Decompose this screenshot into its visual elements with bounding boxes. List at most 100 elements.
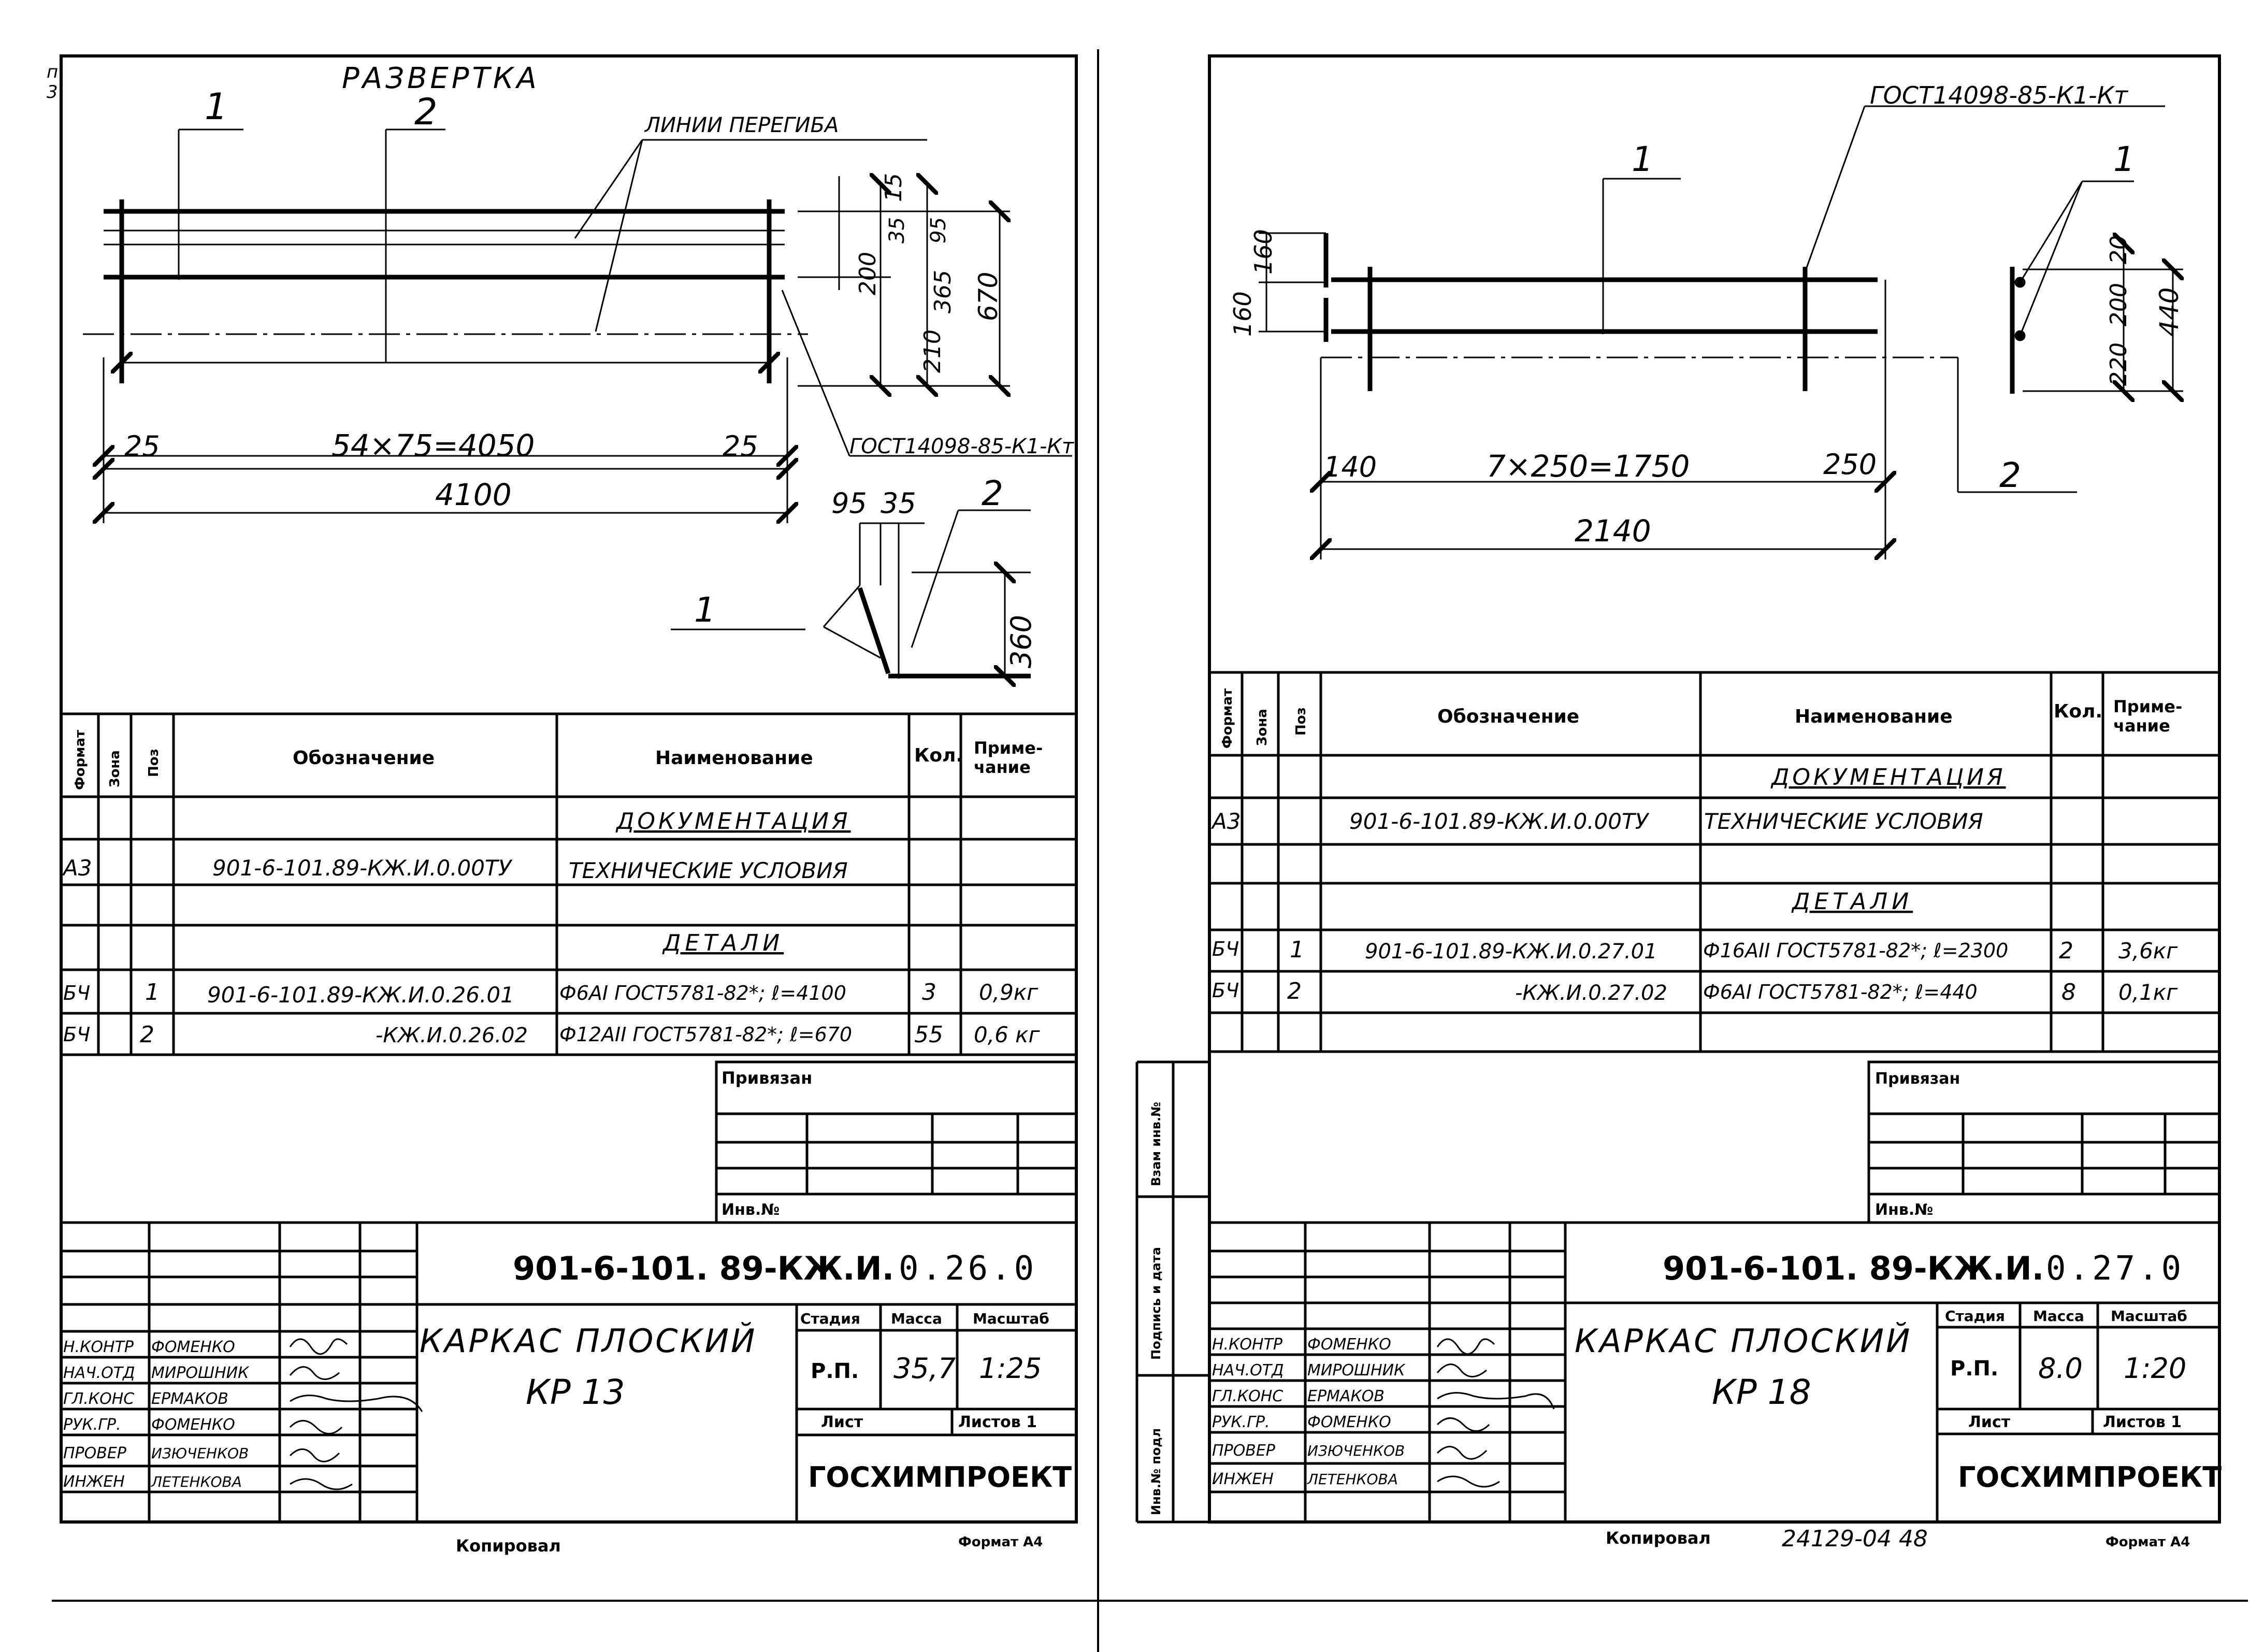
left-spec-grid xyxy=(61,712,1076,1056)
right-sheet-frame xyxy=(1208,54,2221,1524)
side-stamp-2: Инв.№ подл xyxy=(1149,1428,1163,1515)
r-row2-name: Ф6АI ГОСТ5781-82*; ℓ=440 xyxy=(1703,981,1978,1003)
r-dim-160-b: 160 xyxy=(1229,291,1257,337)
r-tb-code-suffix: 0.27.0 xyxy=(2046,1249,2184,1288)
r-callout-2: 2 xyxy=(1999,455,2021,495)
tb-role-3: РУК.ГР. xyxy=(63,1416,121,1434)
r-row2-pos: 2 xyxy=(1287,978,1302,1004)
tb-role-5: ИНЖЕН xyxy=(63,1473,125,1491)
section-parts: ДЕТАЛИ xyxy=(662,930,784,956)
r-row1-name: Ф16АII ГОСТ5781-82*; ℓ=2300 xyxy=(1703,939,2008,962)
right-sheet xyxy=(1135,54,2221,1524)
tb-code-suffix: 0.26.0 xyxy=(899,1249,1037,1288)
hdr-note: Приме-чание xyxy=(974,738,1043,777)
r-dim-pitch: 7×250=1750 xyxy=(1487,449,1690,484)
r-dim-160-a: 160 xyxy=(1249,229,1277,275)
dim-v-95: 95 xyxy=(927,217,950,243)
right-signatures xyxy=(1436,1338,1555,1488)
tb-role-1: НАЧ.ОТД xyxy=(63,1364,135,1382)
hdr-qty: Кол. xyxy=(914,745,963,766)
footer-format: Формат А4 xyxy=(958,1534,1043,1550)
tb-person-5: ЛЕТЕНКОВА xyxy=(151,1473,242,1490)
r-hdr-format: Формат xyxy=(1220,688,1235,749)
r-dim-v-440: 440 xyxy=(2154,288,2184,337)
left-title-block-grid xyxy=(61,1221,1076,1522)
binding-inv-label: Инв.№ xyxy=(722,1201,780,1219)
r-tb-sheet-label: Лист xyxy=(1968,1413,2011,1431)
row0-format: А3 xyxy=(62,855,92,881)
dim-total: 4100 xyxy=(435,477,512,512)
r-row0-name: ТЕХНИЧЕСКИЕ УСЛОВИЯ xyxy=(1704,809,1983,834)
r-tb-role-5: ИНЖЕН xyxy=(1212,1470,1274,1488)
footer-copied: Копировал xyxy=(456,1536,561,1556)
right-title-block-grid xyxy=(1209,1221,2219,1522)
r-tb-sheets-label: Листов 1 xyxy=(2103,1413,2182,1431)
dim-v-210: 210 xyxy=(919,329,946,373)
r-callout-1-top: 1 xyxy=(1632,139,1653,179)
row0-name: ТЕХНИЧЕСКИЕ УСЛОВИЯ xyxy=(569,858,848,883)
binding-label: Привязан xyxy=(722,1068,812,1088)
detail-dim-35: 35 xyxy=(881,487,916,520)
r-hdr-qty: Кол. xyxy=(2054,701,2102,722)
row2-note: 0,6 кг xyxy=(974,1022,1041,1047)
r-dim-v-20: 20 xyxy=(2106,235,2132,264)
right-frame-view xyxy=(1259,105,2183,559)
tb-scale-value: 1:25 xyxy=(979,1352,1042,1385)
tb-mass-value: 35,7 xyxy=(893,1352,956,1385)
r-dim-v-220: 220 xyxy=(2106,342,2132,386)
tb-mass-label: Масса xyxy=(891,1310,942,1327)
development-title: РАЗВЕРТКА xyxy=(342,62,540,95)
r-tb-person-2: ЕРМАКОВ xyxy=(1307,1387,1385,1405)
dim-pitch: 54×75=4050 xyxy=(331,428,535,463)
row1-qty: 3 xyxy=(922,979,936,1005)
left-bent-detail xyxy=(671,509,1031,679)
r-dim-v-200: 200 xyxy=(2106,283,2132,326)
hdr-designation: Обозначение xyxy=(293,748,435,769)
r-gost-label: ГОСТ14098-85-К1-Кт xyxy=(1870,81,2128,109)
r-row1-note: 3,6кг xyxy=(2118,938,2178,964)
tb-code-main: 901-6-101. 89-КЖ.И. xyxy=(513,1249,894,1287)
r-row2-note: 0,1кг xyxy=(2118,980,2178,1005)
left-sheet-frame xyxy=(60,54,1078,1524)
tb-role-4: ПРОВЕР xyxy=(63,1444,127,1462)
tb-stage-label: Стадия xyxy=(800,1310,860,1327)
dim-end-right: 25 xyxy=(723,430,758,463)
r-tb-name-line2: КР 18 xyxy=(1712,1372,1811,1412)
row1-note: 0,9кг xyxy=(979,980,1039,1005)
r-tb-mass-value: 8.0 xyxy=(2038,1352,2083,1385)
tb-scale-label: Масштаб xyxy=(973,1310,1049,1327)
detail-callout-1: 1 xyxy=(694,590,716,630)
r-row1-pos: 1 xyxy=(1290,937,1304,963)
dim-v-200: 200 xyxy=(855,252,881,295)
r-row0-designation: 901-6-101.89-КЖ.И.0.00ТУ xyxy=(1349,809,1650,834)
side-stamp-0: Взам инв.№ xyxy=(1149,1102,1163,1186)
r-hdr-zone: Зона xyxy=(1254,709,1270,746)
row2-format: БЧ xyxy=(63,1023,90,1046)
r-tb-role-0: Н.КОНТР xyxy=(1212,1335,1283,1354)
detail-callout-2: 2 xyxy=(982,473,1003,513)
tb-role-2: ГЛ.КОНС xyxy=(63,1390,134,1408)
tb-sheet-label: Лист xyxy=(821,1413,863,1431)
tb-org: ГОСХИМПРОЕКТ xyxy=(808,1461,1072,1493)
dim-v-35: 35 xyxy=(885,217,909,243)
tb-role-0: Н.КОНТР xyxy=(63,1338,134,1356)
r-binding-label: Привязан xyxy=(1875,1070,1960,1088)
right-texts: ГОСТ14098-85-К1-Кт 1 1 2 160 160 7×250=1… xyxy=(1149,81,2222,1552)
tb-person-0: ФОМЕНКО xyxy=(151,1338,235,1356)
row0-designation: 901-6-101.89-КЖ.И.0.00ТУ xyxy=(212,855,513,881)
r-binding-inv-label: Инв.№ xyxy=(1875,1201,1933,1219)
tb-person-3: ФОМЕНКО xyxy=(151,1416,235,1434)
r-tb-stage-value: Р.П. xyxy=(1950,1357,1998,1381)
hdr-pos: Поз xyxy=(146,749,162,777)
detail-dim-95: 95 xyxy=(831,487,867,520)
r-hdr-designation: Обозначение xyxy=(1437,706,1579,727)
left-development-view xyxy=(83,128,1072,523)
hdr-format: Формат xyxy=(73,730,88,790)
dim-end-left: 25 xyxy=(124,430,160,463)
right-spec-grid xyxy=(1209,671,2219,1053)
r-tb-role-3: РУК.ГР. xyxy=(1212,1413,1270,1431)
row1-format: БЧ xyxy=(63,982,90,1004)
